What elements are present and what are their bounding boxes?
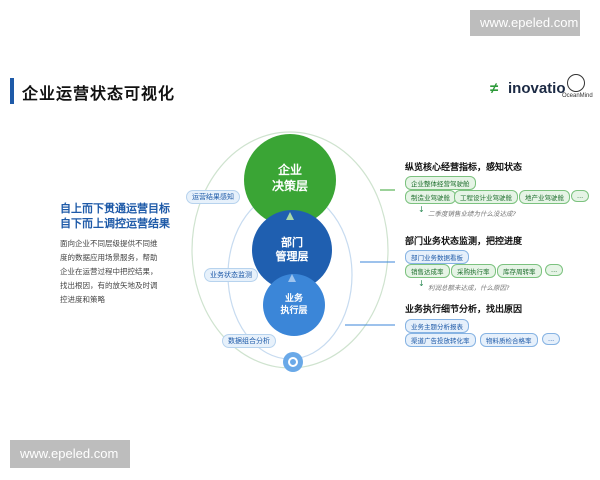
execution-layer-label: 业务 执行层 (269, 294, 319, 317)
management-layer-circle (252, 210, 332, 290)
section-1-title: 纵览核心经营指标，感知状态 (405, 163, 523, 173)
execution-layer-circle (263, 274, 325, 336)
inovatio-logo-icon: ≠ (490, 80, 499, 97)
section-2-chip[interactable]: 库存周转率 (497, 264, 542, 278)
section-3-chip[interactable]: 物料质检合格率 (480, 333, 538, 347)
ring-label-middle: 业务状态监测 (204, 268, 258, 282)
decision-layer-circle (244, 134, 336, 226)
left-text-line: 度的数据应用场景服务，帮助 (60, 253, 158, 262)
section-3-chip-main[interactable]: 业务主题分析报表 (405, 319, 469, 333)
left-text-line: 面向企业不同层级提供不同维 (60, 239, 158, 248)
decision-layer-line-1: 企业 (277, 163, 302, 177)
left-headline-2: 自下而上调控运营结果 (60, 217, 170, 230)
title-accent-bar (10, 78, 14, 104)
down-arrow-icon: ↓ (418, 205, 425, 214)
decision-layer-label: 企业 决策层 (260, 163, 320, 194)
watermark-bottom: www.epeled.com (10, 440, 130, 468)
execution-layer-line-2: 执行层 (280, 305, 308, 316)
section-3-chip[interactable]: 渠道广告投放转化率 (405, 333, 476, 347)
down-arrow-icon: ↓ (418, 279, 425, 288)
left-text-line: 找出根因，有的放矢地及时调 (60, 281, 158, 290)
section-2-title: 部门业务状态监测，把控进度 (405, 237, 523, 247)
section-1-chip[interactable]: 制造业驾驶舱 (405, 190, 456, 204)
inovatio-logo: inovatio (508, 80, 566, 97)
management-layer-label: 部门 管理层 (262, 236, 322, 265)
section-2-chip-main[interactable]: 部门业务数据看板 (405, 250, 469, 264)
execution-layer-line-1: 业务 (284, 294, 303, 304)
oceanmind-logo-icon (567, 74, 585, 92)
section-1-chip-more[interactable]: ... (571, 190, 590, 202)
ring-label-top: 运营结果感知 (186, 190, 240, 204)
section-1-chip[interactable]: 工程设计业驾驶舱 (454, 190, 518, 204)
decision-layer-line-2: 决策层 (271, 178, 308, 193)
gear-icon-bg (283, 352, 303, 372)
ring-label-bottom: 数据组合分析 (222, 334, 276, 348)
section-2-note: 利润总额未达成，什么原因? (428, 284, 510, 292)
section-3-chip-more[interactable]: ... (542, 333, 561, 345)
section-1-chip[interactable]: 地产业驾驶舱 (519, 190, 570, 204)
page-title: 企业运营状态可视化 (22, 84, 176, 103)
section-3-title: 业务执行细节分析，找出原因 (405, 305, 523, 315)
left-text-line: 控进度和策略 (60, 295, 105, 304)
section-2-chip[interactable]: 采购执行率 (451, 264, 496, 278)
left-text-line: 企业在运营过程中把控结果， (60, 267, 158, 276)
up-arrow-icon (286, 212, 294, 220)
left-headline-1: 自上而下贯通运营目标 (60, 202, 170, 215)
section-2-chip[interactable]: 销售达成率 (405, 264, 450, 278)
section-2-chip-more[interactable]: ... (545, 264, 564, 276)
management-layer-line-2: 管理层 (275, 250, 309, 264)
section-1-note: 二季度销售业绩为什么没达成? (428, 210, 516, 218)
section-1-chip-main[interactable]: 企业整体经营驾驶舱 (405, 176, 476, 190)
oceanmind-logo: OceanMind (562, 93, 593, 99)
up-arrow-icon (288, 274, 296, 282)
gear-icon (288, 357, 298, 367)
management-layer-line-1: 部门 (281, 236, 303, 249)
watermark-top: www.epeled.com (470, 10, 580, 36)
